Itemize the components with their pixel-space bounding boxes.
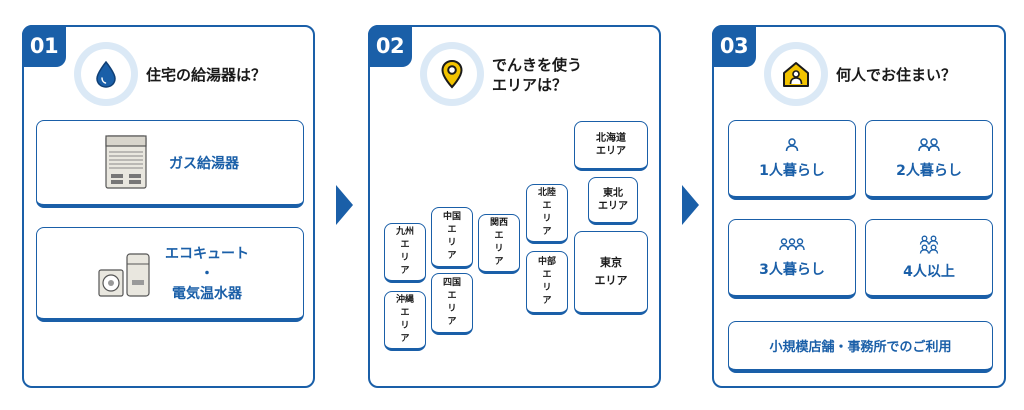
option-label: 2人暮らし (896, 162, 962, 179)
step-number: 03 (712, 25, 756, 67)
step-1-panel: 01 住宅の給湯器は？ ガス給湯器 (22, 25, 315, 388)
three-people-icon (779, 237, 805, 250)
label-line: 電気温水器 (172, 286, 242, 302)
panel-title: でんきを使う エリアは？ (492, 55, 582, 95)
area-label: 中部 エ リ ア (537, 257, 556, 306)
area-hokuriku[interactable]: 北陸 エ リ ア (526, 184, 568, 244)
label-line: エコキュート (165, 246, 249, 262)
panel-title: 何人でお住まい？ (836, 66, 957, 84)
four-people-icon (919, 235, 939, 254)
option-label: 4人以上 (903, 263, 955, 280)
area-tokyo[interactable]: 東京 エリア (574, 231, 648, 315)
option-label: 1人暮らし (759, 162, 825, 179)
step-3-panel: 03 何人でお住まい？ 1人暮らし 2人暮らし 3人暮らし 4人以上 小規模店舗… (712, 25, 1006, 388)
next-arrow-icon (682, 185, 699, 225)
next-arrow-icon (336, 185, 353, 225)
area-chubu[interactable]: 中部 エ リ ア (526, 251, 568, 315)
panel-title: 住宅の給湯器は？ (146, 66, 267, 84)
step-2-panel: 02 でんきを使う エリアは？ 北海道 エリア 東北 エリア 北陸 エ リ ア … (368, 25, 661, 388)
area-kansai[interactable]: 関西 エ リ ア (478, 214, 520, 274)
option-label: 3人暮らし (759, 261, 825, 278)
option-eco-cute[interactable]: エコキュート ・ 電気温水器 (36, 227, 304, 322)
area-hokkaido[interactable]: 北海道 エリア (574, 121, 648, 171)
person-icon (785, 137, 799, 151)
area-label: 中国 エ リ ア (442, 212, 461, 261)
water-drop-icon (74, 42, 138, 106)
area-shikoku[interactable]: 四国 エ リ ア (431, 273, 473, 335)
gas-water-heater-icon (103, 134, 149, 194)
home-icon (764, 42, 828, 106)
area-label: 東京 エリア (594, 256, 628, 287)
option-4-or-more[interactable]: 4人以上 (865, 219, 993, 299)
step-number: 01 (22, 25, 66, 67)
label-line: ・ (200, 266, 214, 282)
step-number: 02 (368, 25, 412, 67)
area-label: 四国 エ リ ア (442, 278, 461, 327)
option-label: ガス給湯器 (169, 156, 239, 172)
area-label: 北海道 エリア (596, 133, 626, 157)
area-label: 沖縄 エ リ ア (395, 295, 414, 344)
option-small-business[interactable]: 小規模店舗・事務所でのご利用 (728, 321, 993, 373)
area-label: 九州 エ リ ア (395, 227, 414, 276)
two-people-icon (918, 137, 940, 151)
location-pin-icon (420, 42, 484, 106)
option-label: エコキュート ・ 電気温水器 (157, 244, 257, 304)
area-chugoku[interactable]: 中国 エ リ ア (431, 207, 473, 269)
option-3-people[interactable]: 3人暮らし (728, 219, 856, 299)
option-label: 小規模店舗・事務所でのご利用 (769, 340, 952, 355)
area-label: 関西 エ リ ア (489, 218, 508, 267)
option-1-person[interactable]: 1人暮らし (728, 120, 856, 200)
area-tohoku[interactable]: 東北 エリア (588, 177, 638, 225)
area-okinawa[interactable]: 沖縄 エ リ ア (384, 291, 426, 351)
eco-cute-icon (97, 252, 153, 304)
area-label: 北陸 エ リ ア (537, 188, 556, 237)
option-2-people[interactable]: 2人暮らし (865, 120, 993, 200)
area-label: 東北 エリア (598, 188, 628, 212)
option-gas-water-heater[interactable]: ガス給湯器 (36, 120, 304, 208)
area-kyushu[interactable]: 九州 エ リ ア (384, 223, 426, 283)
title-line: エリアは？ (492, 76, 568, 94)
title-line: でんきを使う (492, 56, 583, 74)
